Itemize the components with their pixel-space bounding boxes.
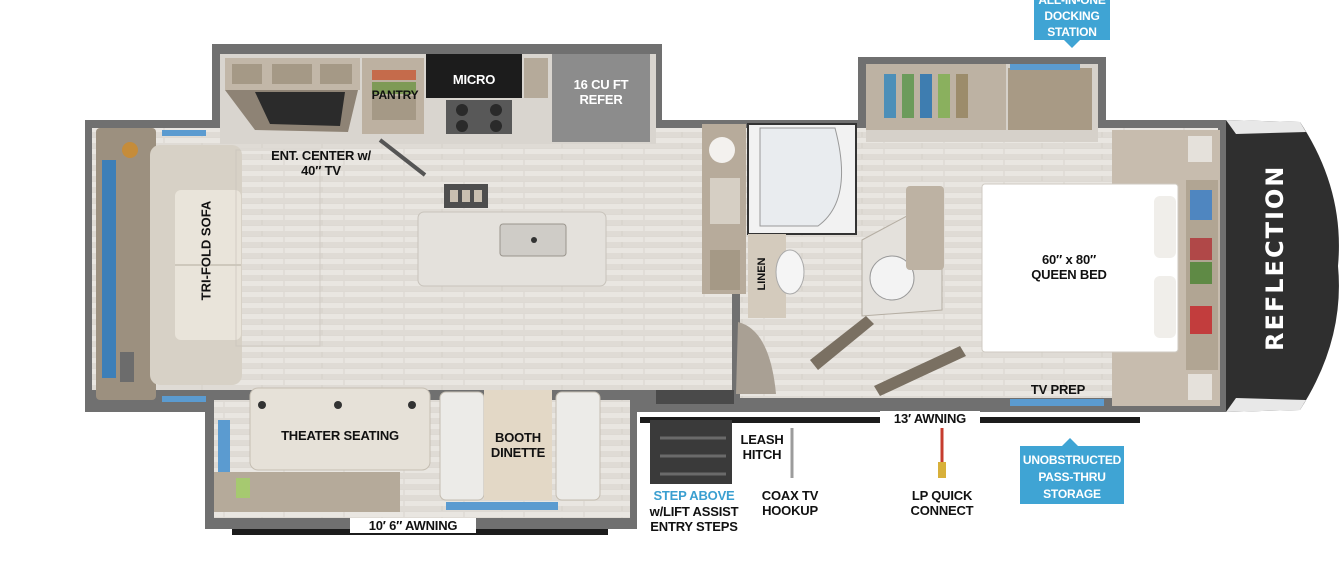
sofa (96, 128, 242, 400)
lp-label: LP QUICK CONNECT (910, 488, 974, 518)
lp-fitting (938, 462, 946, 478)
queen-bed (981, 130, 1220, 406)
ent-center-outline (235, 149, 321, 347)
brand-logo: REFLECTION (1261, 164, 1289, 351)
pass-thru-storage-badge: UNOBSTRUCTED PASS-THRU STORAGE (1022, 453, 1122, 501)
kitchen-slide (225, 54, 650, 177)
linen-label: LINEN (756, 257, 768, 291)
lift-assist-label: w/LIFT ASSIST ENTRY STEPS (649, 504, 739, 534)
coax-label: COAX TV HOOKUP (761, 488, 819, 518)
entry-steps (650, 390, 734, 484)
storage-badge-shape (1020, 438, 1124, 504)
step-above-label: STEP ABOVE (653, 488, 735, 503)
vanity (810, 186, 966, 396)
refer-label: 16 CU FT REFER (573, 77, 629, 107)
kitchen-island (417, 184, 607, 287)
sofa-label: TRI-FOLD SOFA (198, 200, 214, 301)
docking-station-badge: ALL-IN-ONE DOCKING STATION (1038, 0, 1106, 39)
theater-seating-label: THEATER SEATING (281, 428, 399, 443)
leash-hitch-label: LEASH HITCH (740, 432, 784, 462)
window (162, 396, 206, 402)
booth-dinette-label: BOOTH DINETTE (490, 430, 546, 460)
awning-13-label: 13′ AWNING (880, 411, 980, 426)
mid-bath (702, 123, 857, 394)
micro-label: MICRO (452, 72, 496, 87)
tv-prep-label: TV PREP (1030, 382, 1086, 397)
theater-dinette (214, 387, 601, 512)
ent-center-label: ENT. CENTER w/ 40″ TV (271, 148, 371, 178)
window (162, 130, 206, 136)
awning-10-label: 10′ 6″ AWNING (350, 518, 476, 533)
pantry-label: PANTRY (371, 88, 419, 102)
wardrobe-slide (866, 64, 1092, 130)
docking-badge-shape (1034, 0, 1110, 48)
queen-bed-label: 60″ x 80″ QUEEN BED (1031, 252, 1107, 282)
